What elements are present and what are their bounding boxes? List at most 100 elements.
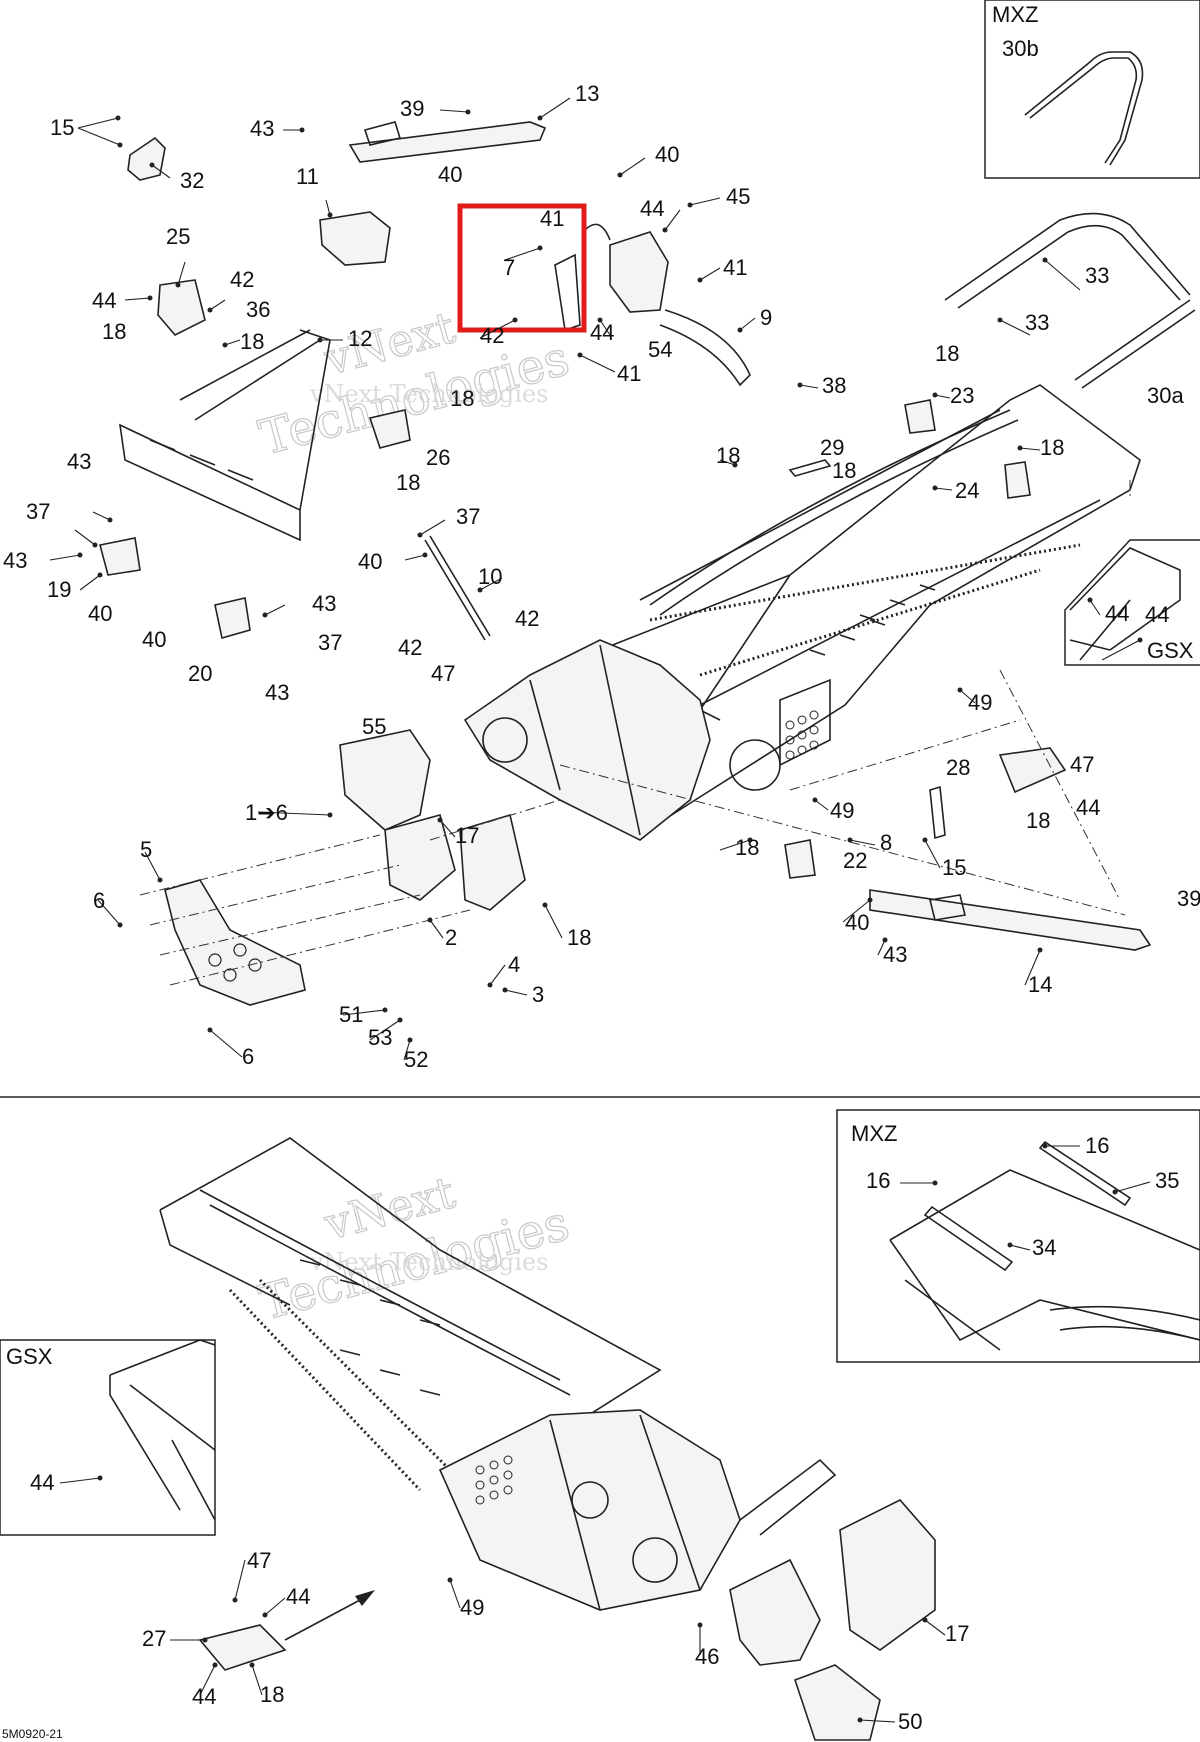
- callout-label: 6: [93, 888, 105, 913]
- callout-label: 29: [820, 435, 844, 460]
- callout-label: 40: [655, 142, 679, 167]
- fastener-dot: [97, 572, 103, 578]
- fastener-dot: [207, 307, 213, 313]
- fastener-dot: [857, 1717, 863, 1723]
- fastener-dot: [262, 1612, 268, 1618]
- callout-label: 43: [312, 591, 336, 616]
- leader-line: [92, 511, 111, 521]
- leader-line: [1044, 259, 1081, 291]
- fastener-dot: [577, 352, 583, 358]
- top-assembly: [99, 121, 1196, 1006]
- callout-label: 28: [946, 755, 970, 780]
- fastener-dot: [812, 797, 818, 803]
- callout-label: 15: [50, 115, 74, 140]
- leader-lines: [49, 97, 1151, 1723]
- fastener-dot: [382, 1007, 388, 1013]
- highlight-box-part-7: [457, 203, 587, 333]
- leader-line: [799, 384, 819, 389]
- inset-mxz-top: MXZ: [984, 0, 1200, 179]
- fastener-dot: [617, 172, 623, 178]
- fastener-dot: [477, 587, 483, 593]
- fastener-dot: [92, 542, 98, 548]
- callout-label: 46: [695, 1644, 719, 1669]
- callout-label: 49: [968, 690, 992, 715]
- leader-line: [599, 319, 611, 336]
- fastener-dot: [262, 612, 268, 618]
- callout-label: 23: [950, 383, 974, 408]
- leader-line: [59, 1477, 101, 1484]
- callout-label: 36: [246, 297, 270, 322]
- fastener-dot: [202, 1637, 208, 1643]
- callout-label: 18: [935, 341, 959, 366]
- fastener-dot: [157, 877, 163, 883]
- leader-line: [849, 839, 876, 846]
- leader-line: [97, 899, 121, 926]
- fastener-dot: [147, 295, 153, 301]
- callout-label: 39: [400, 96, 424, 121]
- callout-label: 26: [426, 445, 450, 470]
- callout-label: 12: [348, 326, 372, 351]
- leader-line: [1089, 599, 1101, 616]
- callout-label: 47: [247, 1548, 271, 1573]
- leader-line: [814, 799, 829, 811]
- fastener-dot: [542, 902, 548, 908]
- fastener-dot: [327, 812, 333, 818]
- fastener-dot: [687, 202, 693, 208]
- fastener-dot: [1112, 1189, 1118, 1195]
- fastener-dot: [407, 1037, 413, 1043]
- fastener-dot: [662, 227, 668, 233]
- callout-label: 40: [845, 910, 869, 935]
- callout-label: 43: [883, 942, 907, 967]
- callout-label: 15: [942, 855, 966, 880]
- leader-line: [877, 939, 886, 956]
- fastener-dot: [1037, 947, 1043, 953]
- fastener-dot: [697, 277, 703, 283]
- fastener-dot: [417, 532, 423, 538]
- leader-line: [264, 604, 286, 616]
- leader-line: [257, 811, 331, 816]
- fastener-dot: [997, 317, 1003, 323]
- callout-label: 27: [142, 1626, 166, 1651]
- leader-line: [77, 117, 119, 129]
- inset-title: MXZ: [851, 1121, 897, 1146]
- callout-label: 13: [575, 81, 599, 106]
- leader-line: [77, 127, 121, 146]
- callout-label: 41: [540, 206, 564, 231]
- fastener-dot: [232, 1597, 238, 1603]
- callout-label: 33: [1025, 310, 1049, 335]
- callout-label: 42: [398, 635, 422, 660]
- inset-title: MXZ: [992, 2, 1038, 27]
- fastener-dot: [932, 1180, 938, 1186]
- leader-line: [449, 1579, 461, 1609]
- fastener-dot: [397, 1017, 403, 1023]
- callout-label: 1➔6: [245, 800, 288, 825]
- callout-label: 7: [503, 255, 515, 280]
- callout-label: 35: [1155, 1168, 1179, 1193]
- callout-label: 44: [640, 196, 664, 221]
- callout-label: 30a: [1147, 383, 1184, 408]
- leader-line: [124, 297, 151, 301]
- leader-line: [859, 1719, 896, 1723]
- leader-line: [479, 319, 516, 339]
- fastener-dot: [882, 937, 888, 943]
- inset-title: GSX: [1147, 638, 1194, 663]
- callout-label: 42: [230, 267, 254, 292]
- callout-label: 49: [830, 798, 854, 823]
- leader-line: [739, 317, 756, 331]
- callout-label: 43: [265, 680, 289, 705]
- fastener-dot: [107, 517, 113, 523]
- leader-line: [504, 989, 528, 996]
- fastener-dot: [77, 552, 83, 558]
- fastener-dot: [932, 485, 938, 491]
- leader-line: [342, 1009, 386, 1016]
- callout-label: 49: [460, 1595, 484, 1620]
- callout-label: 44: [30, 1470, 54, 1495]
- leader-line: [234, 1559, 246, 1601]
- leader-line: [199, 1664, 216, 1696]
- fastener-dot: [175, 282, 181, 288]
- callout-label: 44: [92, 288, 116, 313]
- leader-line: [49, 554, 81, 561]
- leader-line: [1024, 949, 1041, 986]
- reference-code: 5M0920-21: [2, 1727, 63, 1741]
